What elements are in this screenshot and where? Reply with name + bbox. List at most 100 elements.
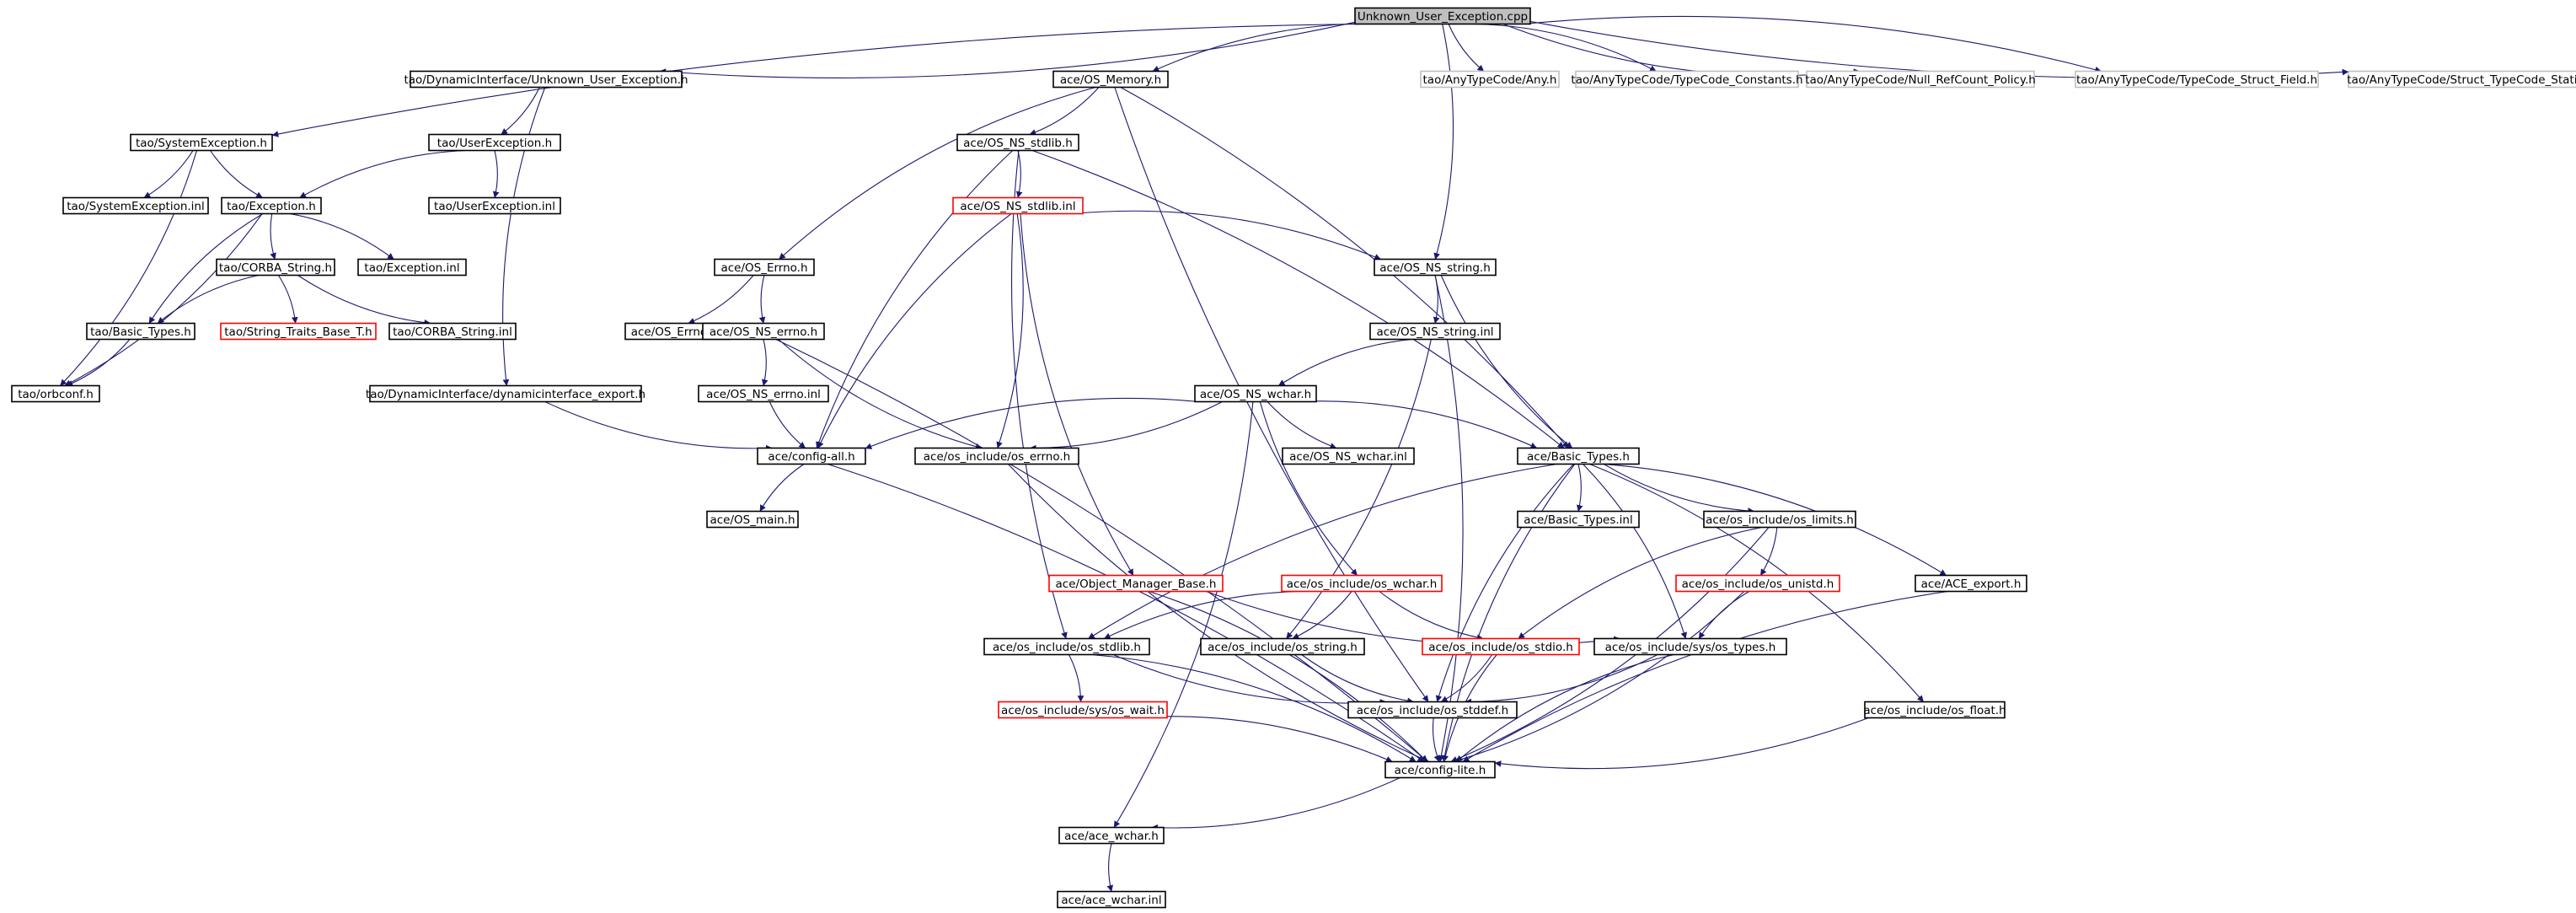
node-box [914, 447, 1079, 465]
node-box [221, 196, 322, 215]
node-ace_ace_wchar_inl[interactable]: ace/ace_wchar.inl [1057, 890, 1166, 909]
edge-root-to-tao_dyn_uue [659, 21, 1356, 78]
node-label: tao/String_Traits_Base_T.h [224, 325, 372, 339]
node-ace_osi_stdio[interactable]: ace/os_include/os_stdio.h [1422, 637, 1580, 656]
node-label: tao/Exception.h [227, 200, 316, 213]
node-ace_os_main[interactable]: ace/OS_main.h [706, 510, 799, 529]
node-ace_osi_sys_wait[interactable]: ace/os_include/sys/os_wait.h [998, 701, 1168, 719]
node-tao_any_any[interactable]: tao/AnyTypeCode/Any.h [1420, 70, 1560, 89]
node-tao_corba_string[interactable]: tao/CORBA_String.h [216, 258, 335, 277]
edge-ace_ns_wchar-to-ace_config_all [865, 397, 1199, 449]
node-box [62, 196, 209, 215]
node-label: ace/ACE_export.h [1921, 577, 2022, 591]
node-label: tao/CORBA_String.inl [393, 325, 512, 339]
edge-ace_ns_errno_inl-to-ace_config_all [769, 401, 806, 448]
edge-ace_ns_wchar-to-ace_basic_types [1297, 400, 1538, 449]
node-box [1864, 701, 2006, 719]
node-ace_obj_mgr_base[interactable]: ace/Object_Manager_Base.h [1048, 574, 1224, 593]
node-tao_basic_types[interactable]: tao/Basic_Types.h [86, 322, 195, 341]
node-ace_basic_types_inl[interactable]: ace/Basic_Types.inl [1517, 510, 1640, 529]
node-ace_osi_string[interactable]: ace/os_include/os_string.h [1200, 637, 1365, 656]
node-tao_userexc[interactable]: tao/UserException.h [428, 133, 561, 152]
edge-tao_userexc-to-tao_userexc_inl [492, 150, 500, 198]
node-ace_ace_wchar[interactable]: ace/ace_wchar.h [1058, 826, 1165, 845]
node-tao_any_tcconst[interactable]: tao/AnyTypeCode/TypeCode_Constants.h [1571, 70, 1803, 89]
node-tao_exception[interactable]: tao/Exception.h [221, 196, 322, 215]
node-box [2348, 70, 2576, 89]
node-tao_any_stcs[interactable]: tao/AnyTypeCode/Struct_TypeCode_Static.h [2347, 70, 2576, 89]
node-label: ace/os_include/os_wchar.h [1287, 577, 1438, 591]
edge-ace_config_all-to-ace_os_main [759, 464, 805, 512]
node-ace_ns_stdlib[interactable]: ace/OS_NS_stdlib.h [956, 133, 1079, 152]
node-ace_ns_string_inl[interactable]: ace/OS_NS_string.inl [1369, 322, 1501, 341]
node-tao_string_traits[interactable]: tao/String_Traits_Base_T.h [220, 322, 377, 341]
node-label: ace/ace_wchar.inl [1061, 894, 1161, 907]
node-tao_any_nullref[interactable]: tao/AnyTypeCode/Null_RefCount_Policy.h [1805, 70, 2036, 89]
edge-ace_ns_string-to-ace_basic_types [1440, 275, 1573, 448]
node-label: ace/Object_Manager_Base.h [1056, 577, 1217, 591]
edge-tao_basic_types-to-tao_orbconf [66, 339, 131, 387]
edge-ace_osi_stddef-to-ace_config_lite [1432, 717, 1440, 762]
node-ace_ace_export[interactable]: ace/ACE_export.h [1915, 574, 2027, 593]
node-label: ace/os_include/os_unistd.h [1682, 577, 1834, 591]
node-box [1369, 322, 1501, 341]
edge-ace_os_memory-to-ace_osi_stddef [1114, 87, 1429, 702]
node-tao_corba_string_inl[interactable]: tao/CORBA_String.inl [388, 322, 517, 341]
node-ace_osi_unistd[interactable]: ace/os_include/os_unistd.h [1675, 574, 1840, 593]
edge-ace_ns_stdlib-to-ace_ns_stdlib_inl [1015, 150, 1023, 198]
node-tao_exception_inl[interactable]: tao/Exception.inl [357, 258, 467, 277]
node-ace_ns_wchar_inl[interactable]: ace/OS_NS_wchar.inl [1282, 447, 1415, 465]
edge-ace_osi_sys_types-to-ace_osi_stddef [1465, 654, 1658, 706]
node-box [410, 70, 683, 89]
edge-ace_obj_mgr_base-to-ace_osi_sys_types [1206, 590, 1621, 647]
edge-ace_osi_wchar-to-ace_osi_string [1292, 591, 1352, 639]
node-ace_config_lite[interactable]: ace/config-lite.h [1384, 760, 1496, 779]
edge-tao_exception-to-tao_corba_string [270, 213, 276, 260]
node-box [1281, 574, 1443, 593]
node-ace_osi_limits[interactable]: ace/os_include/os_limits.h [1703, 510, 1856, 529]
edge-ace_basic_types-to-ace_ace_export [1603, 463, 1947, 576]
node-tao_dyn_export[interactable]: tao/DynamicInterface/dynamicinterface_ex… [366, 384, 645, 403]
edge-ace_os_errno-to-ace_ns_errno [758, 275, 766, 324]
node-ace_osi_float[interactable]: ace/os_include/os_float.h [1863, 701, 2006, 719]
node-label: ace/OS_main.h [710, 513, 795, 527]
node-tao_dyn_uue[interactable]: tao/DynamicInterface/Unknown_User_Except… [404, 70, 688, 89]
node-ace_ns_errno_inl[interactable]: ace/OS_NS_errno.inl [698, 384, 829, 403]
node-ace_ns_errno[interactable]: ace/OS_NS_errno.h [702, 322, 825, 341]
edge-ace_ns_stdlib-to-ace_osi_stdlib [1011, 150, 1068, 639]
node-tao_sysexc_inl[interactable]: tao/SystemException.inl [62, 196, 209, 215]
node-label: tao/orbconf.h [18, 388, 94, 401]
node-label: ace/Basic_Types.inl [1524, 513, 1632, 527]
node-tao_sysexc[interactable]: tao/SystemException.h [130, 133, 273, 152]
node-ace_ns_stdlib_inl[interactable]: ace/OS_NS_stdlib.inl [952, 196, 1084, 215]
node-ace_osi_errno[interactable]: ace/os_include/os_errno.h [914, 447, 1079, 465]
node-ace_ns_wchar[interactable]: ace/OS_NS_wchar.h [1194, 384, 1317, 403]
edge-ace_basic_types-to-ace_basic_types_inl [1576, 464, 1583, 512]
node-box [1282, 447, 1415, 465]
node-tao_userexc_inl[interactable]: tao/UserException.inl [428, 196, 561, 215]
edge-ace_ns_errno-to-ace_osi_errno [778, 339, 983, 450]
node-label: ace/OS_Errno.inl [631, 325, 725, 339]
edge-tao_sysexc-to-tao_sysexc_inl [143, 150, 194, 198]
node-label: ace/OS_NS_errno.inl [706, 388, 821, 401]
node-ace_os_errno[interactable]: ace/OS_Errno.h [714, 258, 815, 277]
node-ace_config_all[interactable]: ace/config-all.h [757, 447, 866, 465]
node-ace_basic_types[interactable]: ace/Basic_Types.h [1517, 447, 1640, 465]
node-ace_osi_stddef[interactable]: ace/os_include/os_stddef.h [1347, 701, 1518, 719]
node-ace_ns_string[interactable]: ace/OS_NS_string.h [1374, 258, 1497, 277]
edge-ace_os_memory-to-ace_ns_stdlib [1029, 87, 1100, 136]
node-ace_os_memory[interactable]: ace/OS_Memory.h [1052, 70, 1169, 89]
node-tao_orbconf[interactable]: tao/orbconf.h [11, 384, 100, 403]
edge-tao_sysexc-to-tao_orbconf [60, 150, 198, 386]
edge-ace_ns_string_inl-to-ace_osi_string [1286, 339, 1432, 639]
node-ace_osi_sys_types[interactable]: ace/os_include/sys/os_types.h [1593, 637, 1787, 656]
node-tao_any_tcsf[interactable]: tao/AnyTypeCode/TypeCode_Struct_Field.h [2075, 70, 2319, 89]
edge-ace_osi_float-to-ace_config_lite [1494, 717, 1869, 770]
node-ace_osi_wchar[interactable]: ace/os_include/os_wchar.h [1281, 574, 1443, 593]
edge-ace_ns_errno-to-ace_config_lite [775, 339, 1428, 762]
node-box [1517, 447, 1640, 465]
node-box [1200, 637, 1365, 656]
node-ace_osi_stdlib[interactable]: ace/os_include/os_stdlib.h [983, 637, 1150, 656]
node-label: Unknown_User_Exception.cpp [1358, 10, 1528, 24]
node-root: Unknown_User_Exception.cpp [1354, 7, 1531, 25]
